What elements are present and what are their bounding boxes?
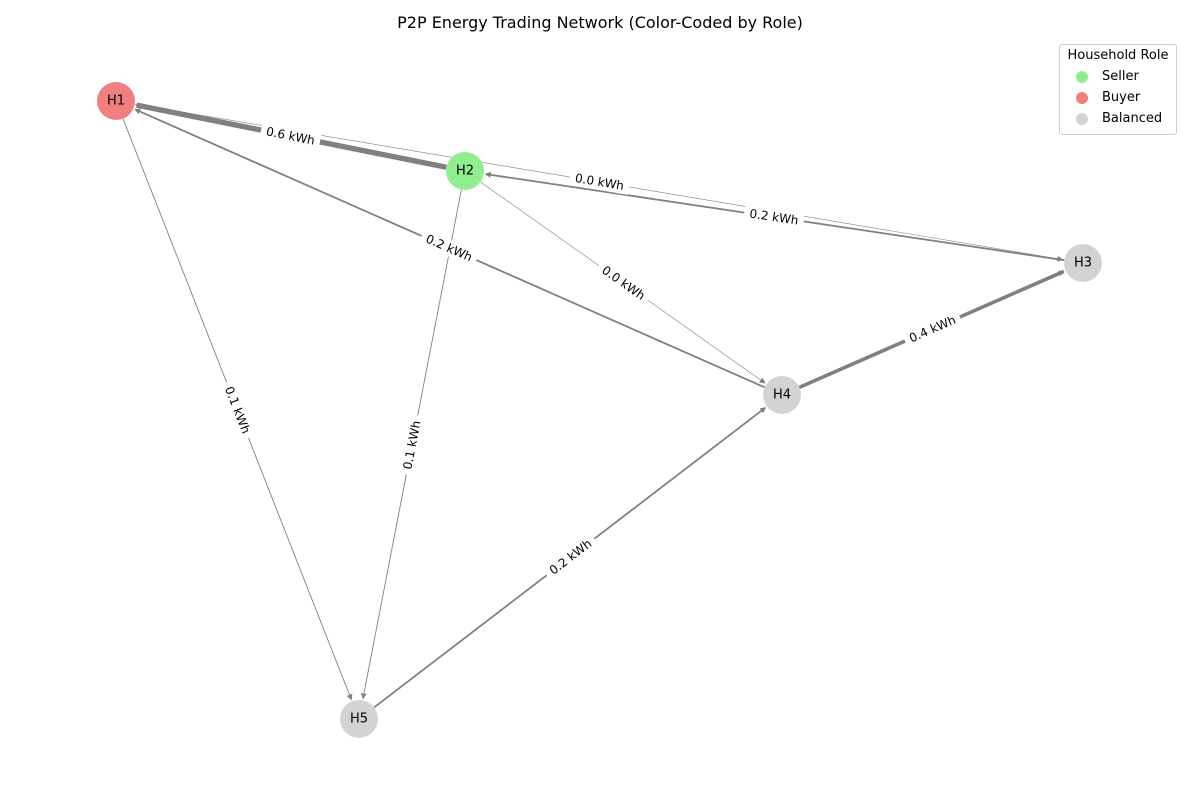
edge-label-h1-h3: 0.0 kWh bbox=[568, 169, 631, 195]
legend-swatch-buyer bbox=[1076, 91, 1088, 104]
node-h5: H5 bbox=[340, 700, 378, 738]
edge-label-background bbox=[901, 309, 964, 349]
edge-label-h2-h1: 0.6 kWh bbox=[259, 122, 322, 150]
legend-item-buyer: Buyer bbox=[1060, 87, 1176, 108]
node-circle bbox=[1064, 244, 1102, 282]
node-circle bbox=[340, 700, 378, 738]
legend-label-seller: Seller bbox=[1102, 69, 1139, 84]
edge-label-h1-h5: 0.1 kWh bbox=[219, 379, 256, 441]
node-label: H1 bbox=[107, 94, 125, 109]
node-h1: H1 bbox=[97, 82, 135, 120]
edge-label-h3-h2: 0.2 kWh bbox=[743, 204, 805, 230]
legend-label-balanced: Balanced bbox=[1102, 111, 1163, 126]
legend-swatch-balanced bbox=[1076, 112, 1088, 125]
edge-layer bbox=[122, 102, 1065, 709]
edge-label-h2-h4: 0.0 kWh bbox=[594, 259, 653, 307]
node-circle bbox=[97, 82, 135, 120]
node-label: H5 bbox=[350, 712, 368, 727]
node-h2: H2 bbox=[446, 152, 484, 190]
node-label: H4 bbox=[773, 388, 791, 403]
edge-label-background bbox=[743, 204, 805, 230]
edge-label-background bbox=[398, 414, 426, 476]
edge-label-text: 0.2 kWh bbox=[547, 536, 595, 577]
edge-label-background bbox=[259, 122, 322, 150]
node-h3: H3 bbox=[1064, 244, 1102, 282]
node-circle bbox=[763, 376, 801, 414]
edge-label-text: 0.1 kWh bbox=[222, 384, 253, 435]
node-label: H3 bbox=[1074, 256, 1092, 271]
edge-label-h4-h1: 0.2 kWh bbox=[418, 228, 480, 268]
legend-swatch-seller bbox=[1076, 70, 1088, 83]
node-circle bbox=[446, 152, 484, 190]
legend-label-buyer: Buyer bbox=[1102, 90, 1141, 105]
chart-title: P2P Energy Trading Network (Color-Coded … bbox=[397, 13, 803, 32]
node-h4: H4 bbox=[763, 376, 801, 414]
edge-label-h4-h3: 0.4 kWh bbox=[901, 309, 964, 349]
edge-label-background bbox=[219, 379, 256, 441]
legend: Household Role Seller Buyer Balanced bbox=[1059, 44, 1177, 135]
legend-item-seller: Seller bbox=[1060, 66, 1176, 87]
edge-label-h5-h4: 0.2 kWh bbox=[541, 532, 600, 582]
edge-label-text: 0.6 kWh bbox=[265, 124, 316, 147]
edge-label-text: 0.0 kWh bbox=[599, 263, 647, 303]
legend-title: Household Role bbox=[1067, 48, 1169, 63]
edge-label-h2-h5: 0.1 kWh bbox=[398, 414, 426, 476]
node-label: H2 bbox=[456, 164, 474, 179]
legend-item-balanced: Balanced bbox=[1060, 108, 1176, 129]
edge-label-layer: 0.6 kWh 0.0 kWh 0.2 kWh 0.2 kWh 0.0 kWh 0.4 k… bbox=[219, 122, 964, 582]
edge-label-background bbox=[568, 169, 631, 195]
edge-label-background bbox=[541, 532, 600, 582]
edge-label-background bbox=[418, 228, 480, 268]
edge-label-background bbox=[594, 259, 653, 307]
